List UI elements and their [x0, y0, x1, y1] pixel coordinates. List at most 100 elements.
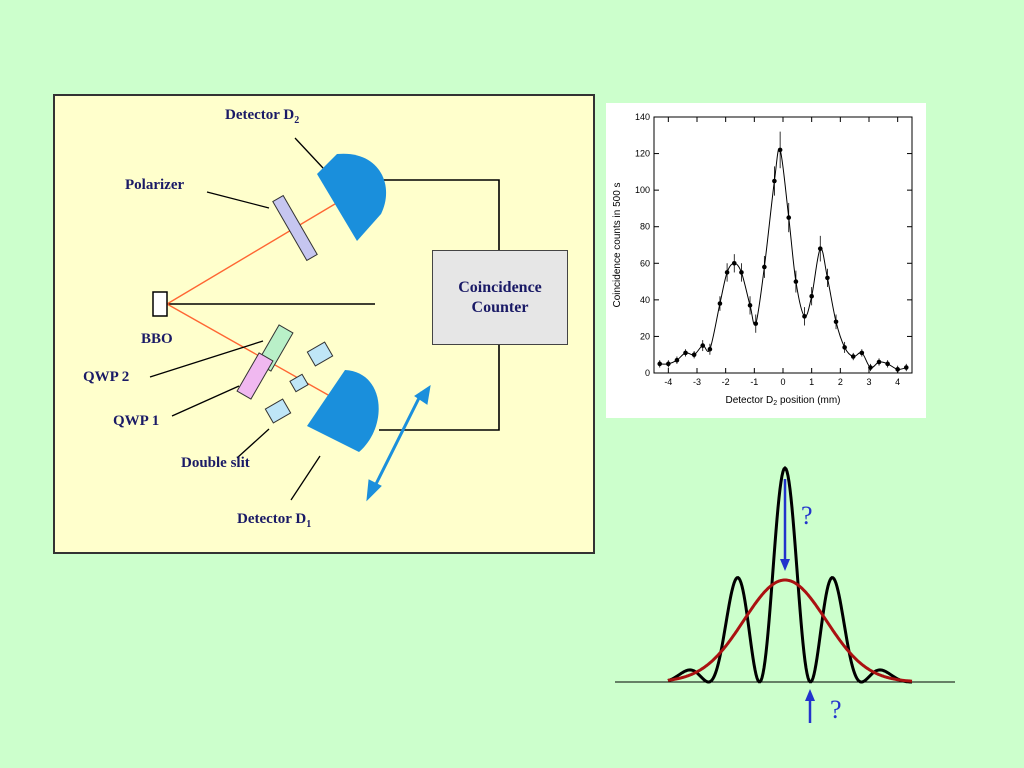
counter-label-line1: Coincidence — [458, 278, 542, 296]
slit-middle — [289, 373, 309, 393]
x-tick-label: -1 — [750, 377, 758, 387]
y-tick-label: 120 — [635, 149, 650, 159]
leader-d1 — [290, 455, 321, 501]
bbo-crystal — [152, 291, 168, 317]
leader-polarizer — [206, 191, 270, 209]
x-tick-label: 0 — [780, 377, 785, 387]
x-tick-label: 2 — [838, 377, 843, 387]
leader-qwp1 — [171, 385, 240, 417]
data-point — [777, 147, 783, 153]
data-point — [717, 301, 723, 306]
label-qwp1: QWP 1 — [113, 413, 160, 429]
y-tick-label: 0 — [645, 368, 650, 378]
qwp1-plate — [236, 352, 274, 400]
data-point — [802, 314, 807, 319]
y-axis-label: Coincidence counts in 500 s — [612, 182, 623, 307]
data-point — [786, 215, 792, 220]
label-leaders — [149, 137, 324, 501]
data-point — [817, 246, 823, 251]
data-point — [809, 293, 814, 299]
question-mark-top: ? — [801, 501, 813, 530]
y-tick-label: 60 — [640, 258, 650, 268]
data-point — [707, 346, 713, 352]
leader-double-slit — [236, 428, 270, 459]
label-bbo: BBO — [141, 331, 173, 347]
setup-drawing — [149, 137, 500, 502]
polarizer-plate — [272, 194, 318, 262]
arrow-up-head — [805, 689, 815, 701]
wires — [167, 179, 500, 431]
y-tick-label: 100 — [635, 185, 650, 195]
beam-lower — [166, 303, 338, 401]
label-qwp2: QWP 2 — [83, 369, 130, 385]
data-point — [731, 260, 737, 266]
data-point — [683, 350, 688, 356]
data-point — [691, 352, 697, 358]
data-point — [903, 365, 909, 370]
beam-upper — [166, 197, 346, 305]
data-point — [747, 303, 753, 308]
data-point — [833, 319, 839, 325]
data-point — [762, 264, 767, 270]
wire-d2 — [383, 179, 500, 250]
no-interference-envelope — [667, 578, 913, 683]
setup-diagram: Detector D2 Polarizer BBO QWP 2 QWP 1 Do… — [53, 94, 595, 554]
y-tick-label: 140 — [635, 112, 650, 122]
slit-lower — [264, 398, 292, 424]
slit-upper — [306, 341, 334, 367]
data-point — [666, 361, 671, 367]
counter-label-line2: Counter — [471, 298, 529, 316]
detector-d2-body — [317, 153, 387, 241]
data-point — [825, 275, 830, 281]
sketch-svg — [615, 465, 955, 723]
x-tick-label: 3 — [866, 377, 871, 387]
data-point — [724, 270, 730, 275]
wire-d1 — [379, 345, 500, 431]
data-point — [895, 367, 900, 372]
y-tick-label: 80 — [640, 222, 650, 232]
photon-beams — [166, 197, 346, 401]
data-point — [700, 343, 706, 348]
data-point — [657, 361, 663, 367]
data-point — [850, 354, 856, 359]
x-axis-label: Detector D2 position (mm) — [725, 395, 840, 407]
leader-d2 — [294, 137, 324, 169]
detector-d1-body — [307, 370, 379, 452]
label-detector-d2: Detector D2 — [225, 107, 300, 126]
data-point — [859, 350, 865, 356]
data-point — [842, 345, 847, 350]
plot-frame — [653, 116, 913, 374]
scan-arrow-head-top — [414, 384, 431, 405]
scan-arrow-head-bottom — [366, 479, 382, 502]
data-point — [868, 365, 873, 370]
interference-pattern — [667, 465, 912, 684]
data-point — [739, 270, 744, 275]
plot-svg: 0 20 40 60 80 100 120 140 -4 -3 -2 -1 0 1 2 3 4Detector … — [612, 112, 913, 407]
data-point — [793, 279, 799, 284]
leader-qwp2 — [149, 340, 264, 378]
x-tick-label: 1 — [809, 377, 814, 387]
coincidence-counter: Coincidence Counter — [432, 250, 568, 345]
data-point — [885, 361, 890, 367]
double-slit — [264, 341, 334, 424]
x-tick-label: -4 — [664, 377, 672, 387]
label-polarizer: Polarizer — [125, 177, 185, 193]
x-tick-label: -2 — [722, 377, 730, 387]
y-tick-label: 20 — [640, 331, 650, 341]
question-mark-bottom: ? — [830, 695, 842, 724]
scan-arrow-shaft — [373, 391, 424, 487]
data-point — [674, 357, 680, 363]
scan-arrow[interactable] — [366, 384, 431, 502]
label-detector-d1: Detector D1 — [237, 511, 312, 530]
fit-curve — [659, 148, 907, 370]
arrow-down-head — [780, 559, 790, 571]
x-tick-label: 4 — [895, 377, 900, 387]
data-point — [876, 359, 882, 365]
label-double-slit: Double slit — [181, 455, 250, 471]
interference-sketch: ? ? — [610, 455, 970, 735]
x-tick-label: -3 — [693, 377, 701, 387]
y-tick-label: 40 — [640, 295, 650, 305]
data-point — [753, 321, 759, 326]
data-point — [772, 178, 777, 184]
